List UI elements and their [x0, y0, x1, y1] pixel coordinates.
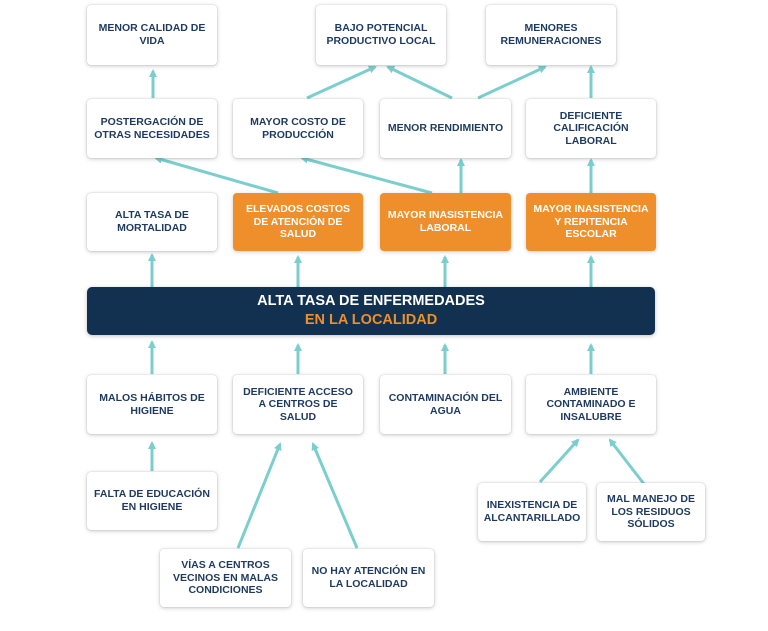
node-alta-tasa-mortalidad: ALTA TASA DE MORTALIDAD [87, 193, 217, 251]
node-malos-habitos-higiene: MALOS HÁBITOS DE HIGIENE [87, 375, 217, 434]
central-problem: ALTA TASA DE ENFERMEDADES EN LA LOCALIDA… [87, 287, 655, 335]
node-deficiente-calificacion: DEFICIENTE CALIFICACIÓN LABORAL [526, 99, 656, 158]
arrow-rendimiento-to-potencial [386, 65, 453, 100]
arrow-alcantarillado-to-ambiente [538, 438, 580, 484]
arrow-vias-to-acceso [236, 442, 282, 549]
node-postergacion-necesidades: POSTERGACIÓN DE OTRAS NECESIDADES [87, 99, 217, 158]
node-menor-rendimiento: MENOR RENDIMIENTO [380, 99, 511, 158]
central-problem-line1: ALTA TASA DE ENFERMEDADES [257, 293, 485, 310]
node-menor-calidad-vida: MENOR CALIDAD DE VIDA [87, 5, 217, 65]
arrow-inasistencia-to-costo [300, 155, 433, 195]
central-problem-line2: EN LA LOCALIDAD [304, 312, 438, 328]
node-bajo-potencial-productivo: BAJO POTENCIAL PRODUCTIVO LOCAL [316, 5, 446, 65]
node-no-hay-atencion: NO HAY ATENCIÓN EN LA LOCALIDAD [303, 549, 434, 607]
arrow-atencion-to-acceso [311, 442, 359, 549]
arrow-costos-salud-to-postergacion [154, 155, 279, 195]
node-vias-malas-condiciones: VÍAS A CENTROS VECINOS EN MALAS CONDICIO… [160, 549, 291, 607]
node-falta-educacion-higiene: FALTA DE EDUCACIÓN EN HIGIENE [87, 472, 217, 530]
node-menores-remuneraciones: MENORES REMUNERACIONES [486, 5, 616, 65]
node-mayor-inasistencia-escolar: MAYOR INASISTENCIA Y REPITENCIA ESCOLAR [526, 193, 656, 251]
arrow-residuos-to-ambiente [608, 438, 646, 485]
arrow-costo-to-potencial [306, 65, 377, 100]
node-mal-manejo-residuos: MAL MANEJO DE LOS RESIDUOS SÓLIDOS [597, 483, 705, 541]
node-ambiente-contaminado: AMBIENTE CONTAMINADO E INSALUBRE [526, 375, 656, 434]
node-elevados-costos-salud: ELEVADOS COSTOS DE ATENCIÓN DE SALUD [233, 193, 363, 251]
node-deficiente-acceso-salud: DEFICIENTE ACCESO A CENTROS DE SALUD [233, 375, 363, 434]
node-mayor-costo-produccion: MAYOR COSTO DE PRODUCCIÓN [233, 99, 363, 158]
arrow-rendimiento-to-remuneraciones [477, 65, 547, 100]
node-inexistencia-alcantarillado: INEXISTENCIA DE ALCANTARILLADO [478, 483, 586, 541]
node-mayor-inasistencia-laboral: MAYOR INASISTENCIA LABORAL [380, 193, 511, 251]
node-contaminacion-agua: CONTAMINACIÓN DEL AGUA [380, 375, 511, 434]
